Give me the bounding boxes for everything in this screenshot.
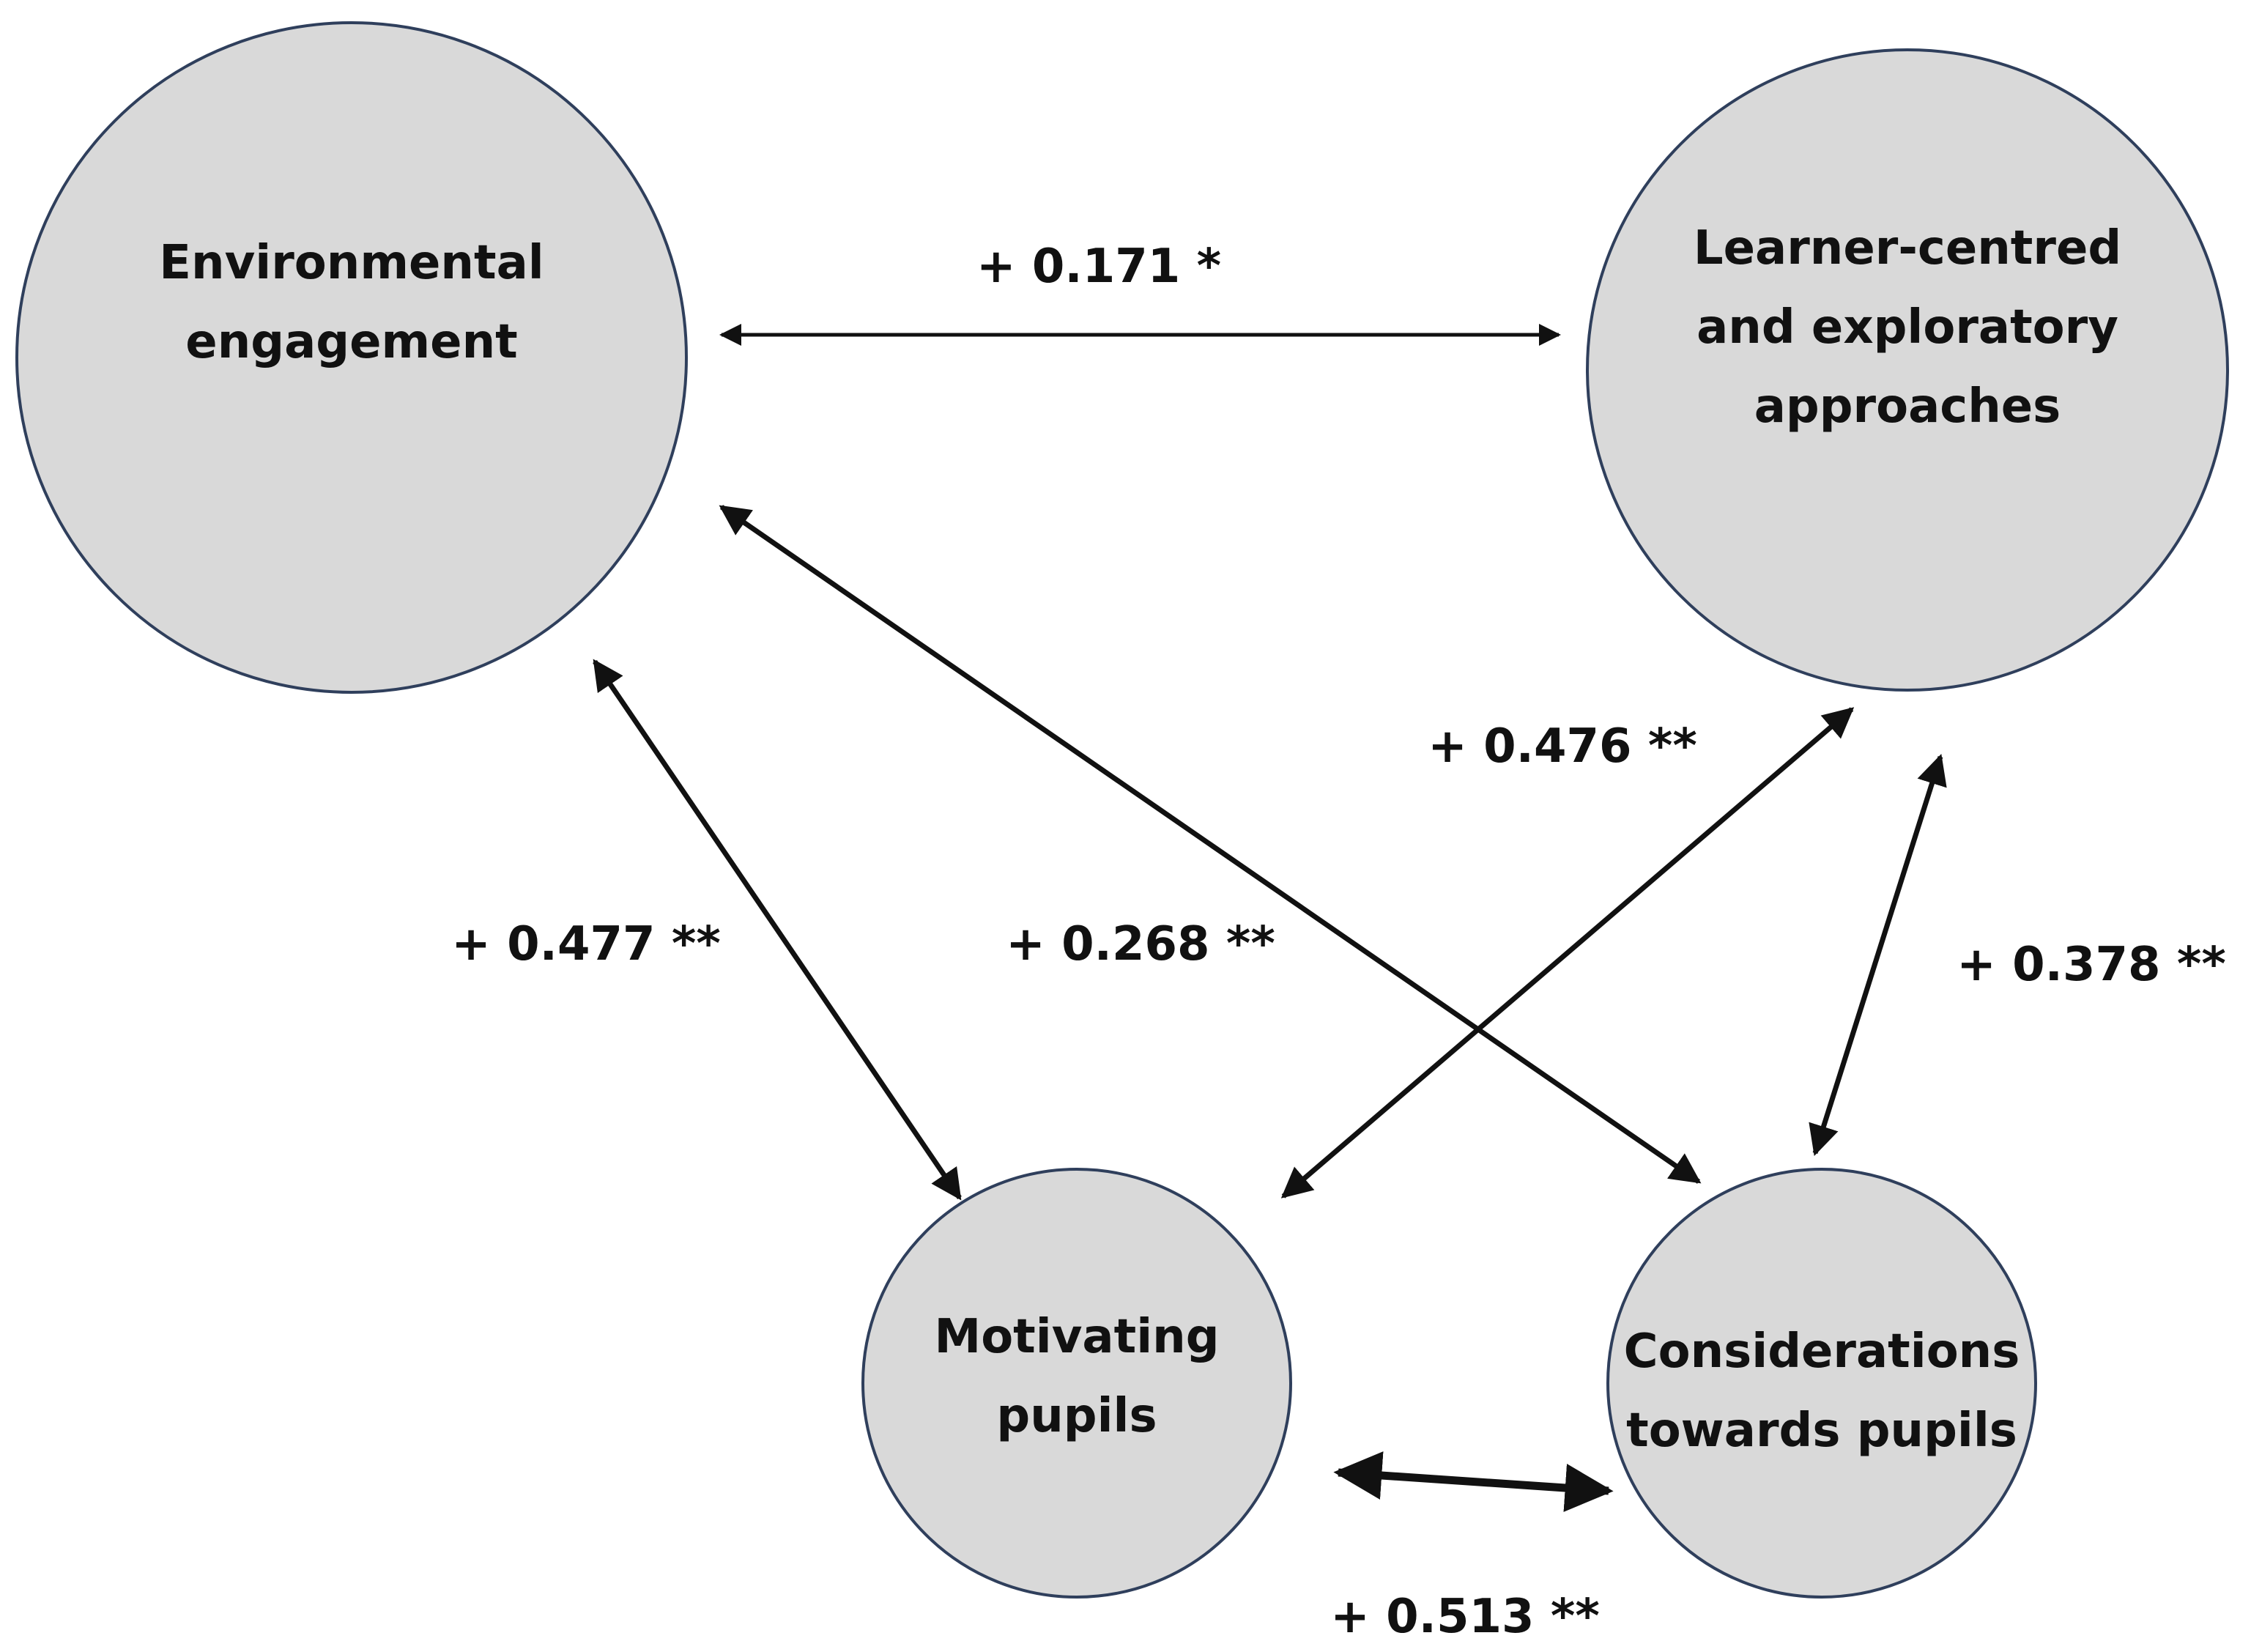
node-motivating-pupils-label-line: pupils	[996, 1389, 1157, 1443]
edge-learner-considerations-label: + 0.378 **	[1957, 938, 2226, 992]
node-learner-centred-approaches-label-line: and exploratory	[1696, 300, 2118, 355]
node-learner-centred-approaches-label-line: Learner-centred	[1694, 221, 2121, 275]
node-learner-centred-approaches-label-line: approaches	[1754, 379, 2061, 434]
node-learner-centred-approaches-circle	[1586, 48, 2229, 692]
edge-env-learner-label: + 0.171 *	[976, 240, 1221, 294]
node-considerations-towards-pupils-label-line: Considerations	[1624, 1325, 2020, 1379]
edge-motivating-learner-label: + 0.476 **	[1428, 719, 1697, 774]
node-environmental-engagement: Environmental engagement	[15, 21, 688, 694]
edge-learner-considerations-arrow	[1809, 753, 1947, 1157]
node-environmental-engagement-label-line: Environmental	[159, 236, 544, 290]
node-environmental-engagement-label-line: engagement	[185, 315, 517, 369]
edge-env-considerations-label: + 0.268 **	[1006, 917, 1275, 971]
node-learner-centred-approaches: Learner-centred and exploratory approaches	[1586, 48, 2229, 692]
node-considerations-towards-pupils-label-line: towards pupils	[1626, 1404, 2017, 1458]
nodes-layer: Environmental engagement Learner-centred an…	[15, 21, 2229, 1599]
edge-motivating-considerations-label: + 0.513 **	[1330, 1590, 1600, 1644]
node-motivating-pupils: Motivating pupils	[861, 1168, 1292, 1599]
node-motivating-pupils-circle	[861, 1168, 1292, 1599]
edges-layer	[593, 324, 1947, 1512]
edge-labels-layer: + 0.171 * + 0.476 ** + 0.477 ** + 0.268 ** +…	[451, 240, 2226, 1644]
node-motivating-pupils-label-line: Motivating	[935, 1310, 1220, 1364]
node-considerations-towards-pupils: Considerations towards pupils	[1606, 1168, 2037, 1599]
edge-env-motivating-label: + 0.477 **	[451, 917, 721, 971]
edge-motivating-considerations-arrow	[1333, 1451, 1614, 1512]
node-environmental-engagement-circle	[15, 21, 688, 694]
edge-env-considerations-arrow	[719, 505, 1702, 1184]
node-considerations-towards-pupils-circle	[1606, 1168, 2037, 1599]
